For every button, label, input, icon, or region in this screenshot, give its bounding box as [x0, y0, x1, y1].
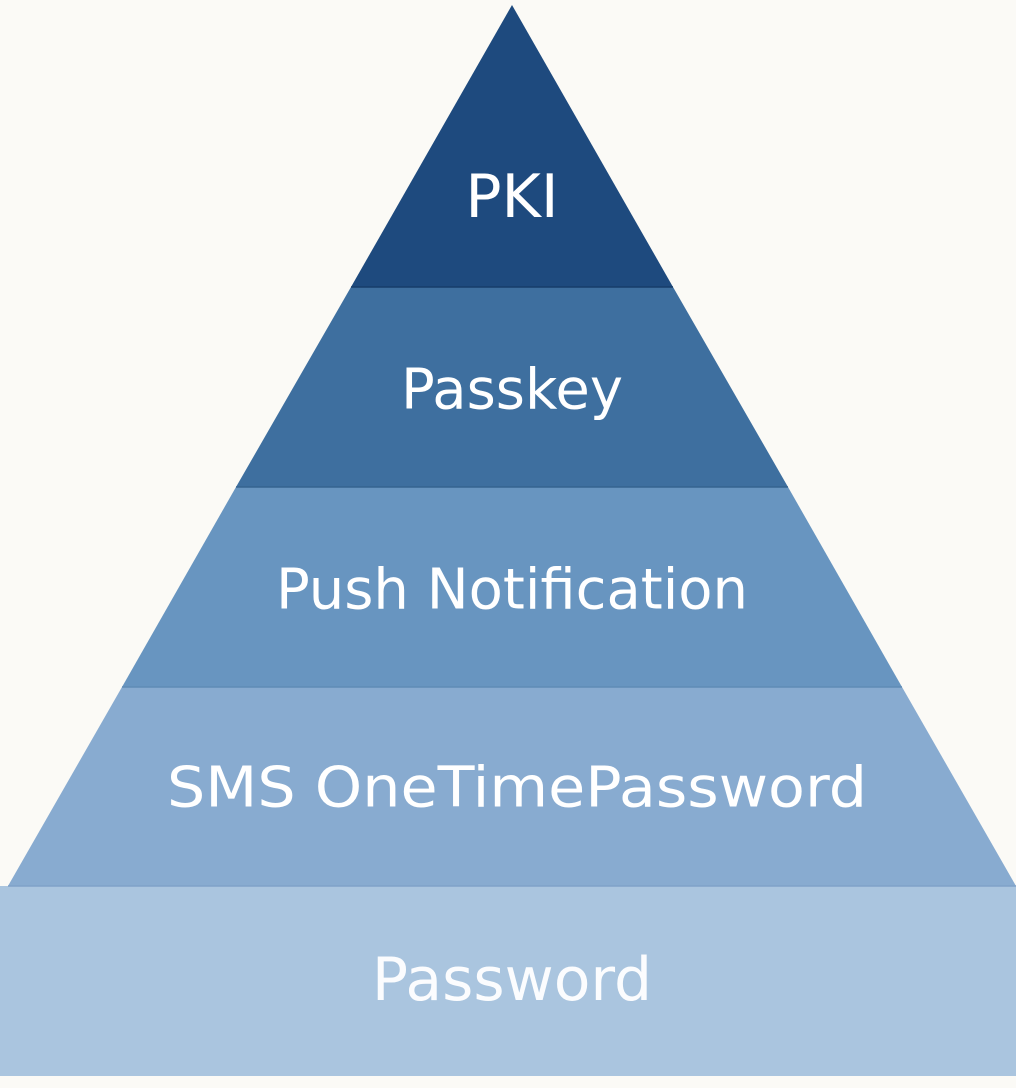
- pyramid-level-sms-otp: [8, 687, 1016, 886]
- level-label-password: Password: [372, 945, 652, 1015]
- level-label-passkey: Passkey: [401, 358, 623, 423]
- pyramid-level-passkey: [236, 287, 788, 487]
- pyramid-level-password: [0, 886, 1016, 1076]
- pyramid-level-push-notification: [122, 487, 902, 687]
- pyramid-level-pki: [351, 5, 673, 287]
- level-label-sms-otp: SMS OneTimePassword: [167, 756, 867, 821]
- level-label-pki: PKI: [465, 162, 558, 232]
- level-label-push-notification: Push Notification: [276, 558, 748, 623]
